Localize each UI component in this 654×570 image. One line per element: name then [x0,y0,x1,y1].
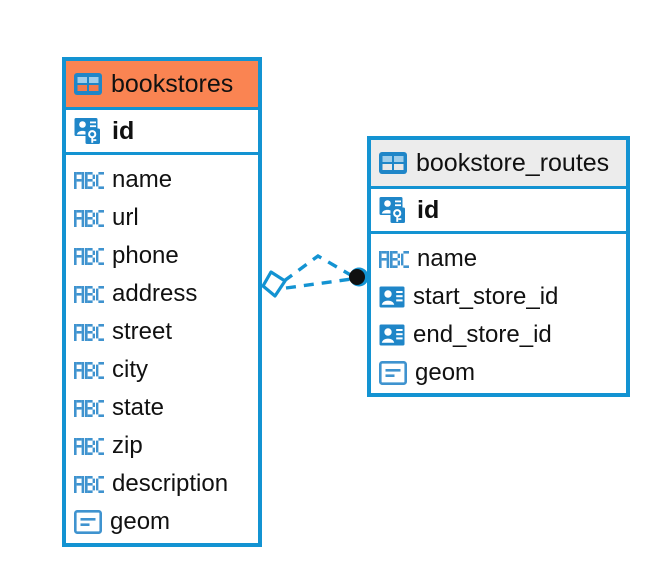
entity-bookstores[interactable]: bookstores id [62,57,262,547]
column-name: start_store_id [413,283,559,310]
entity-primary-key-row[interactable]: id [66,107,258,155]
relationship-line-upper [282,253,355,283]
column-name: id [112,116,135,145]
column-name: phone [112,242,179,269]
foreign-key-icon [379,322,405,348]
abc-text-icon [74,361,104,379]
entity-header-bookstore-routes[interactable]: bookstore_routes [371,140,626,186]
column-row[interactable]: address [66,275,258,313]
column-row[interactable]: geom [371,354,626,392]
entity-primary-key-row[interactable]: id [371,186,626,234]
column-row[interactable]: phone [66,237,258,275]
column-row[interactable]: start_store_id [371,278,626,316]
column-name: id [417,195,440,224]
entity-columns-bookstores: name u [66,155,258,547]
column-name: name [417,245,478,272]
column-row[interactable]: url [66,199,258,237]
diamond-marker [261,270,287,298]
column-name: geom [415,359,476,386]
column-row[interactable]: zip [66,427,258,465]
column-name: zip [112,432,143,459]
geometry-icon [74,510,102,534]
filled-circle-marker [349,267,369,287]
abc-text-icon [379,250,409,268]
abc-text-icon [74,323,104,341]
abc-text-icon [74,285,104,303]
geometry-icon [379,361,407,385]
abc-text-icon [74,475,104,493]
table-icon [379,152,407,174]
primary-key-icon [74,116,104,146]
relationship-line-lower [285,277,353,290]
column-row[interactable]: city [66,351,258,389]
abc-text-icon [74,209,104,227]
column-name: url [112,204,139,231]
entity-columns-bookstore-routes: name start_store_id [371,234,626,398]
abc-text-icon [74,437,104,455]
table-icon [74,73,102,95]
column-name: address [112,280,198,307]
column-name: name [112,166,173,193]
abc-text-icon [74,399,104,417]
entity-bookstore-routes[interactable]: bookstore_routes id [367,136,630,397]
column-row[interactable]: name [66,161,258,199]
column-name: street [112,318,173,345]
entity-header-bookstores[interactable]: bookstores [66,61,258,107]
abc-text-icon [74,247,104,265]
column-row[interactable]: geom [66,503,258,541]
column-row[interactable]: description [66,465,258,503]
entity-title: bookstores [111,69,234,98]
primary-key-icon [379,195,409,225]
column-row[interactable]: end_store_id [371,316,626,354]
column-row[interactable]: street [66,313,258,351]
abc-text-icon [74,171,104,189]
column-name: geom [110,508,171,535]
column-row[interactable]: name [371,240,626,278]
entity-title: bookstore_routes [416,148,610,177]
column-name: state [112,394,165,421]
column-name: city [112,356,148,383]
column-name: description [112,470,229,497]
column-name: end_store_id [413,321,552,348]
foreign-key-icon [379,284,405,310]
column-row[interactable]: state [66,389,258,427]
